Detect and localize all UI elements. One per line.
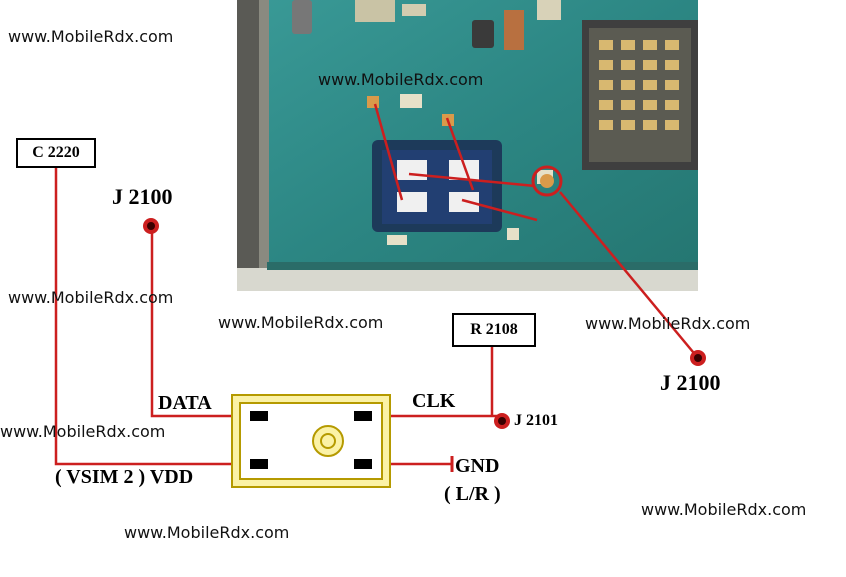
r2108-label-box: R 2108 [452, 313, 536, 347]
lr-label: ( L/R ) [444, 483, 501, 505]
j2100-left-point-inner [147, 222, 155, 230]
photo-to-j2100-wire [559, 191, 699, 359]
j2100-right-label: J 2100 [660, 370, 721, 395]
watermark-7: www.MobileRdx.com [641, 500, 807, 519]
watermark-8: www.MobileRdx.com [124, 523, 290, 542]
j2101-point-inner [498, 417, 506, 425]
watermark-6: www.MobileRdx.com [0, 422, 166, 441]
watermark-5: www.MobileRdx.com [585, 314, 751, 333]
j2100-right-point-inner [694, 354, 702, 362]
clk-label: CLK [412, 390, 456, 412]
watermark-1: www.MobileRdx.com [8, 27, 174, 46]
j2101-label: J 2101 [514, 412, 558, 429]
data-wire [150, 226, 232, 418]
j2100-left-label: J 2100 [112, 184, 173, 209]
watermark-3: www.MobileRdx.com [8, 288, 174, 307]
data-label: DATA [158, 392, 212, 414]
vsim-vdd-label: ( VSIM 2 ) VDD [55, 466, 194, 488]
c2220-label: C 2220 [32, 144, 80, 161]
r2108-label: R 2108 [470, 321, 518, 338]
gnd-label: GND [455, 455, 500, 477]
watermark-2: www.MobileRdx.com [318, 70, 484, 89]
sim-connector [231, 394, 391, 488]
vdd-wire [54, 168, 232, 466]
c2220-label-box: C 2220 [16, 138, 96, 168]
pcb-photo [237, 0, 698, 291]
watermark-4: www.MobileRdx.com [218, 313, 384, 332]
